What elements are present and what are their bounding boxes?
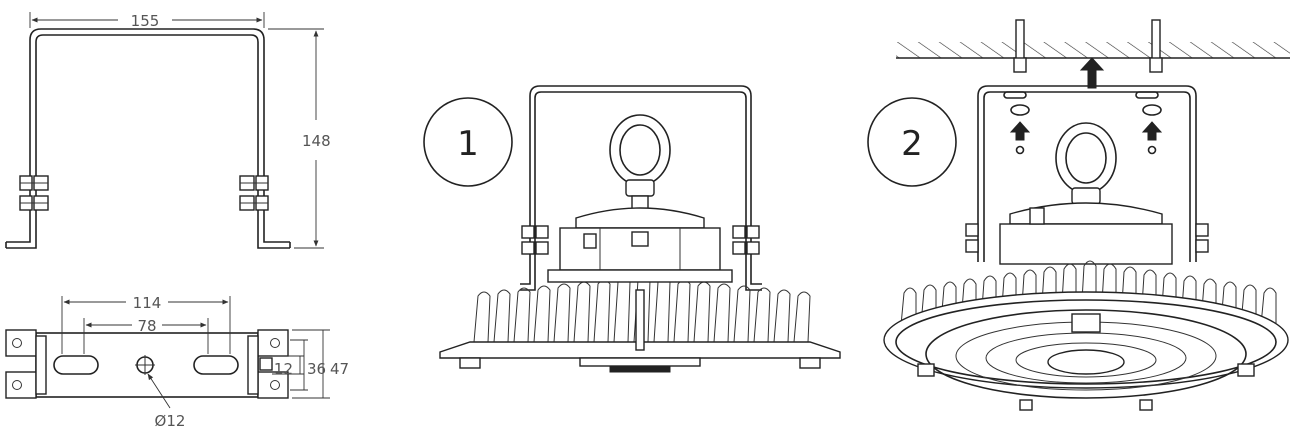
heatsink-fin — [673, 279, 691, 343]
dim-label-36: 36 — [307, 360, 326, 378]
heatsink-fin — [733, 285, 751, 343]
heatsink-fin — [1079, 260, 1097, 337]
heatsink-fin — [593, 279, 611, 343]
heatsink-fin — [613, 277, 631, 343]
heatsink-fin — [999, 272, 1017, 337]
dim-label-12: 12 — [274, 360, 293, 378]
bracket-front-view: 155 148 — [5, 12, 331, 249]
heatsink-fin — [473, 291, 491, 343]
step2-ceiling-mount-illustration: 2 — [867, 19, 1290, 411]
bracket-top-view: 114 78 12 36 47 Ø12 — [5, 294, 349, 430]
heatsink-fin — [653, 277, 671, 343]
heatsink-fin — [899, 287, 917, 337]
heatsink-fin — [493, 289, 511, 343]
heatsink-fin — [1239, 284, 1257, 337]
dim-label-155: 155 — [131, 12, 160, 30]
step2-label: 2 — [901, 124, 923, 164]
step1-label: 1 — [457, 124, 479, 164]
dim-label-47: 47 — [330, 360, 349, 378]
step2-heatsink-fins — [899, 260, 1277, 337]
heatsink-fin — [939, 281, 957, 337]
heatsink-fin — [573, 281, 591, 343]
heatsink-fin — [919, 284, 937, 337]
bracket-bolts-right — [239, 175, 269, 211]
up-arrow-right-icon — [1141, 121, 1163, 141]
heatsink-fin — [693, 281, 711, 343]
up-arrow-left-icon — [1009, 121, 1031, 141]
heatsink-fin — [1119, 266, 1137, 337]
ceiling-hatch — [896, 42, 1290, 58]
bracket-bolts-left — [19, 175, 49, 211]
heatsink-fin — [1039, 266, 1057, 337]
heatsink-fin — [1219, 281, 1237, 337]
heatsink-fin — [1099, 263, 1117, 337]
heatsink-fin — [793, 291, 811, 343]
dim-label-78: 78 — [137, 317, 156, 335]
heatsink-fin — [959, 278, 977, 337]
step1-lamp-illustration: 1 — [423, 85, 841, 373]
dim-label-114: 114 — [133, 294, 162, 312]
up-arrow-icon — [1079, 57, 1105, 89]
heatsink-fin — [1019, 269, 1037, 337]
heatsink-fin — [553, 283, 571, 343]
heatsink-fin — [513, 287, 531, 343]
dim-label-148: 148 — [302, 132, 331, 150]
heatsink-fin — [1139, 269, 1157, 337]
heatsink-fin — [1059, 263, 1077, 337]
heatsink-fin — [753, 287, 771, 343]
heatsink-fin — [773, 289, 791, 343]
heatsink-fin — [979, 275, 997, 337]
step1-circle — [423, 97, 513, 187]
heatsink-fin — [713, 283, 731, 343]
heatsink-fin — [1159, 272, 1177, 337]
step2-circle — [867, 97, 957, 187]
heatsink-fin — [1199, 278, 1217, 337]
dim-label-hole-diameter: Ø12 — [155, 412, 186, 430]
heatsink-fin — [1259, 287, 1277, 337]
heatsink-fin — [533, 285, 551, 343]
heatsink-fin — [1179, 275, 1197, 337]
